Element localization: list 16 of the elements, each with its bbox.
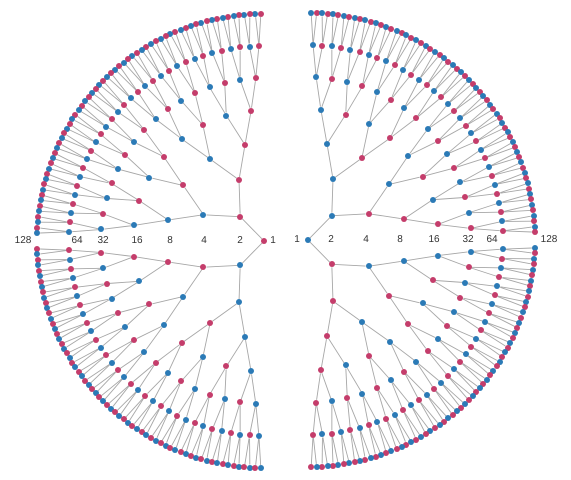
level-count-label: 1	[294, 235, 300, 245]
level-count-label: 128	[540, 235, 558, 245]
level-count-label: 128	[14, 236, 32, 246]
level-count-label: 4	[363, 235, 369, 245]
level-count-label: 1	[270, 236, 276, 246]
level-count-label: 32	[462, 235, 474, 245]
level-count-label: 32	[97, 236, 109, 246]
level-count-label: 2	[237, 236, 243, 246]
level-count-label: 16	[131, 236, 143, 246]
level-count-label: 64	[71, 236, 83, 246]
level-count-label: 4	[201, 236, 207, 246]
level-count-label: 16	[428, 235, 440, 245]
level-count-label: 2	[328, 235, 334, 245]
level-count-label: 8	[167, 236, 173, 246]
level-count-label: 8	[397, 235, 403, 245]
level-count-label: 64	[486, 235, 498, 245]
